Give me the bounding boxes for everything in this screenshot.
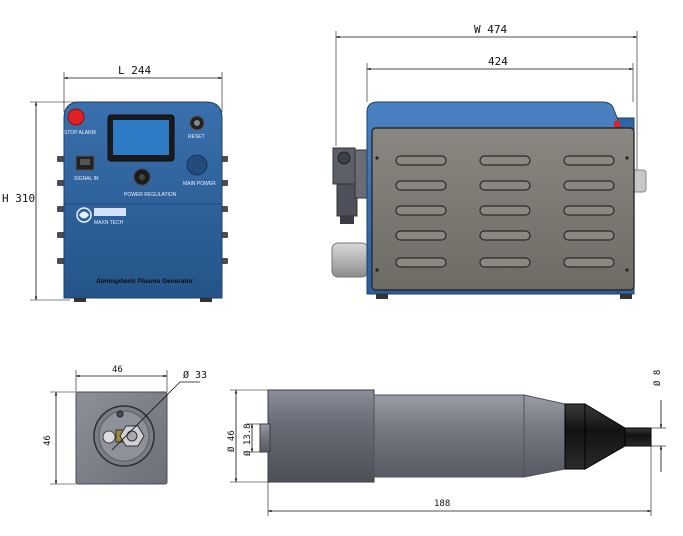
vent-slots [395, 155, 615, 268]
dim-label-inner-diameter: Ø 13.8 [242, 423, 253, 456]
nozzle-face-view: 46 46 Ø 33 [43, 365, 207, 485]
dim-label-inner: 424 [488, 55, 508, 68]
nozzle-inlet [259, 423, 271, 453]
leader-face-diameter [111, 381, 181, 451]
knob-label: POWER REGULATION [124, 192, 177, 198]
foot [620, 294, 632, 299]
left-fins [57, 156, 65, 264]
side-connector [332, 147, 370, 224]
foot [74, 298, 86, 302]
front-body [63, 101, 223, 299]
dim-label-length: L 244 [118, 64, 151, 77]
nozzle-cap [564, 403, 586, 470]
dim-label-face-height: 46 [43, 435, 53, 446]
front-view: L 244 H 310 STOP ALARM [2, 64, 228, 302]
gas-inlet-cylinder [331, 242, 369, 278]
main-power-switch [186, 154, 208, 176]
foot [376, 294, 388, 299]
dim-label-width: W 474 [474, 23, 507, 36]
dim-label-nozzle-length: 188 [434, 499, 450, 509]
brand-logo: MAXN TECH [76, 207, 126, 226]
nozzle-body-main [267, 389, 375, 483]
alarm-button [67, 108, 85, 126]
nozzle-tip [624, 427, 652, 447]
logo-text: MAXN TECH [94, 220, 124, 226]
side-view: W 474 424 [331, 23, 647, 299]
dim-label-height: H 310 [2, 192, 35, 205]
product-name: Atmospheric Plasma Generator [95, 278, 194, 285]
signal-label: SIGNAL IN [74, 176, 99, 182]
foot [200, 298, 212, 302]
nozzle-side-view: Ø 46 Ø 13.8 Ø 8 188 [226, 370, 666, 516]
dim-label-nozzle-diameter: Ø 46 [226, 430, 237, 452]
display-screen [113, 120, 169, 155]
dim-label-tip: Ø 8 [652, 370, 663, 386]
nozzle-taper [523, 394, 566, 478]
dim-label-face-width: 46 [112, 365, 123, 375]
reset-label: RESET [188, 134, 205, 140]
dim-label-face-diameter: Ø 33 [183, 369, 207, 381]
nozzle-cone [584, 403, 626, 470]
main-power-label: MAIN POWER [183, 181, 216, 187]
alarm-label: STOP ALARM [64, 130, 96, 136]
nozzle-body-mid [373, 394, 525, 478]
